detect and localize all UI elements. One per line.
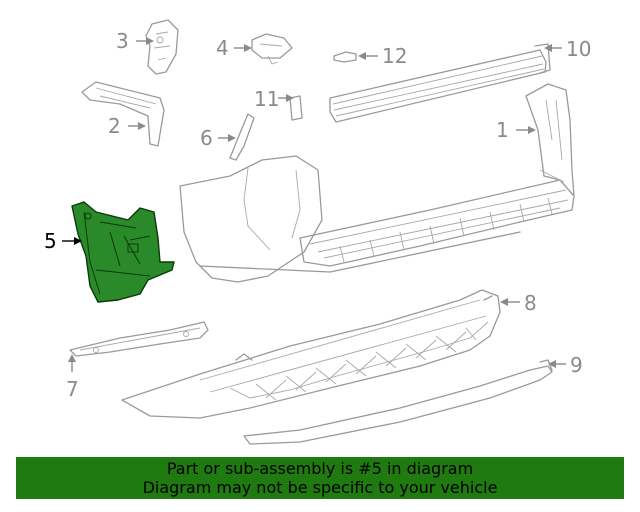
callout-8: 8 xyxy=(500,291,537,315)
svg-text:2: 2 xyxy=(108,114,121,138)
part-3-bracket xyxy=(145,19,179,75)
part-2-bracket xyxy=(81,81,165,147)
callout-4: 4 xyxy=(216,36,252,60)
callout-9: 9 xyxy=(548,353,583,377)
callout-1: 1 xyxy=(496,118,536,142)
part-8-lower-valance xyxy=(121,289,501,419)
svg-text:10: 10 xyxy=(566,37,591,61)
svg-text:8: 8 xyxy=(524,291,537,315)
part-1-absorber xyxy=(299,83,575,267)
callout-3: 3 xyxy=(116,29,154,53)
svg-text:3: 3 xyxy=(116,29,129,53)
part-4-bracket xyxy=(251,33,293,65)
part-6-side-strip xyxy=(229,113,255,161)
svg-text:4: 4 xyxy=(216,36,229,60)
svg-text:1: 1 xyxy=(496,118,509,142)
part-5-highlighted-bracket[interactable] xyxy=(71,201,175,303)
svg-text:9: 9 xyxy=(570,353,583,377)
callout-2: 2 xyxy=(108,114,146,138)
callout-11: 11 xyxy=(254,87,294,111)
part-10-reinforcement-bar xyxy=(329,43,551,123)
svg-text:7: 7 xyxy=(66,377,79,401)
bumper-cover xyxy=(179,155,521,283)
svg-text:5: 5 xyxy=(44,229,57,253)
part-9-trim-strip xyxy=(243,359,553,445)
callout-10: 10 xyxy=(544,37,591,61)
callout-12: 12 xyxy=(358,44,407,68)
callout-7: 7 xyxy=(66,354,79,401)
svg-text:12: 12 xyxy=(382,44,407,68)
svg-text:11: 11 xyxy=(254,87,279,111)
parts-diagram: 1 2 3 4 5 6 7 8 9 10 xyxy=(44,19,591,445)
callout-6: 6 xyxy=(200,126,236,150)
part-11-pad xyxy=(289,95,303,121)
svg-text:6: 6 xyxy=(200,126,213,150)
banner-line-part: Part or sub-assembly is #5 in diagram xyxy=(166,459,474,478)
callout-5[interactable]: 5 xyxy=(44,229,82,253)
part-7-reflector-trim xyxy=(69,321,209,357)
part-12-clip xyxy=(333,51,357,63)
banner-line-disclaimer: Diagram may not be specific to your vehi… xyxy=(142,478,498,497)
info-banner: Part or sub-assembly is #5 in diagram Di… xyxy=(16,457,624,499)
